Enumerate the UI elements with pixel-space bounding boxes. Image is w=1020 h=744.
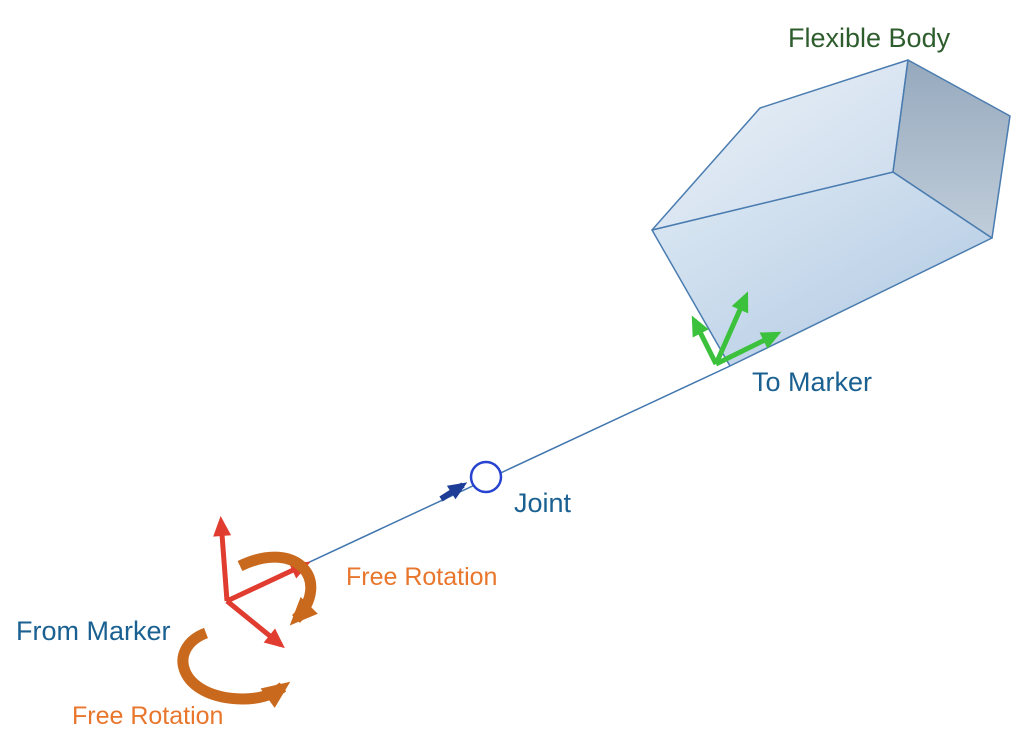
- to-marker-label: To Marker: [752, 367, 872, 397]
- free-rotation-arc-lower: [177, 627, 291, 708]
- red-axis-along-line: [225, 561, 311, 604]
- from-marker-label: From Marker: [16, 616, 171, 646]
- joint-symbol: [439, 460, 503, 502]
- joint-circle: [469, 460, 503, 494]
- green-axis-up-left: [691, 315, 719, 366]
- joint-arrow: [439, 482, 468, 502]
- green-axis-right: [714, 331, 782, 367]
- joint-label: Joint: [514, 488, 572, 518]
- to-marker-axes: [691, 291, 782, 367]
- red-axis-up: [213, 516, 232, 602]
- box-right-face: [892, 59, 1011, 239]
- green-axis-up-right: [713, 291, 749, 366]
- free-rotation-arc-upper: [237, 551, 318, 626]
- flexible-body-label: Flexible Body: [788, 23, 951, 53]
- flexible-body-box: [651, 59, 1011, 367]
- from-marker-axes: [213, 516, 311, 649]
- free-rotation-label-lower: Free Rotation: [72, 702, 223, 730]
- free-rotation-arrows: [177, 551, 318, 708]
- free-rotation-label-upper: Free Rotation: [346, 563, 497, 591]
- red-axis-down-right: [225, 599, 285, 649]
